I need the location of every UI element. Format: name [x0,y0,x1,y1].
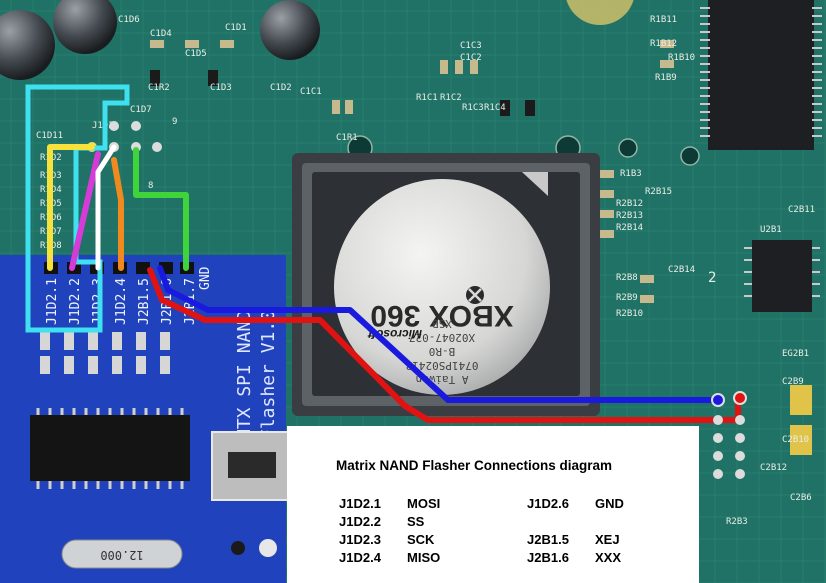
silk-c2b10: C2B10 [782,435,809,445]
silk-r1c3: R1C3 [462,103,484,113]
chip-product-label: XBOX 360 [370,299,513,332]
silk-c2b9: C2B9 [782,377,804,387]
silk-r2b3: R2B3 [726,517,748,527]
small-ic [744,240,820,312]
flasher-controller-chip [30,415,190,481]
silk-c1r2: C1R2 [148,83,170,93]
silk-c1d5: C1D5 [185,49,207,59]
silk-c2b12: C2B12 [760,463,787,473]
legend-row-j1d2-1: J1D2.1 MOSI [339,496,440,511]
flasher-pin-j1d2-1: J1D2.1 [45,278,60,325]
legend-pin: J2B1.5 [527,532,569,547]
silk-r1b12: R1B12 [650,39,677,49]
legend-row-j1d2-2: J1D2.2 SS [339,514,424,529]
silk-c1d3: C1D3 [210,83,232,93]
wire-xxx [147,267,741,423]
chip-part-line-1: X02047-027 [409,331,475,344]
chip-part-line-3: 0741PS02413 [406,359,479,372]
legend-pin: J1D2.6 [527,496,569,511]
silk-c1d2: C1D2 [270,83,292,93]
silk-r1b11: R1B11 [650,15,677,25]
legend-pin: J1D2.1 [339,496,381,511]
silk-r2b15: R2B15 [645,187,672,197]
wire-ss [69,151,101,271]
smd-components [150,40,812,455]
tsop-chip [700,0,822,150]
connections-legend: Matrix NAND Flasher Connections diagram … [287,426,699,583]
j2b1-header-pins [711,391,747,479]
silk-c1d6: C1D6 [118,15,140,25]
wire-gnd [133,147,189,271]
silk-c1d1: C1D1 [225,23,247,33]
legend-signal: XEJ [595,532,620,547]
wire-mosi [47,144,95,271]
silk-j2b1-number: 2 [708,270,716,286]
wire-miso [111,157,124,271]
silk-c1c1: C1C1 [300,87,322,97]
wire-sck [95,144,117,271]
silk-u2b1: U2B1 [760,225,782,235]
silk-c1r1: C1R1 [336,133,358,143]
silk-c1d7: C1D7 [130,105,152,115]
chip-part-line-2: B-R0 [429,345,456,358]
silk-r1c2: R1C2 [440,93,462,103]
silk-r2b8: R2B8 [616,273,638,283]
silk-r2b13: R2B13 [616,211,643,221]
legend-row-j2b1-5: J2B1.5 XEJ [527,532,620,547]
flasher-pin-j1d2-2: J1D2.2 [68,278,83,325]
electrolytic-capacitors [0,0,634,80]
legend-pin: J1D2.3 [339,532,381,547]
flasher-pin-gnd: GND [198,266,213,290]
silk-r1b10: R1B10 [668,53,695,63]
legend-title: Matrix NAND Flasher Connections diagram [336,458,613,473]
legend-pin: J2B1.6 [527,550,569,565]
xbox360-chip: XBOX 360 X02047-027 B-R0 0741PS02413 A T… [292,153,600,416]
legend-signal: MISO [407,550,441,565]
silk-r2b9: R2B9 [616,293,638,303]
silk-c1d4: C1D4 [150,29,172,39]
silk-eg2b1: EG2B1 [782,349,809,359]
legend-signal: SCK [407,532,435,547]
legend-pin: J1D2.2 [339,514,381,529]
silk-c1c3: C1C3 [460,41,482,51]
silk-r2b12: R2B12 [616,199,643,209]
silk-c2b14: C2B14 [668,265,695,275]
crystal-label: 12.000 [100,548,143,562]
wire-xej [157,265,721,403]
silk-r1b3: R1B3 [620,169,642,179]
silk-c1c2: C1C2 [460,53,482,63]
silk-r1c1: R1C1 [416,93,438,103]
legend-signal: SS [407,514,425,529]
flasher-name: MTX SPI NAND [234,310,255,440]
silk-r1c4: R1C4 [484,103,506,113]
crystal [61,539,183,569]
legend-row-j1d2-4: J1D2.4 MISO [339,550,440,565]
legend-row-j1d2-3: J1D2.3 SCK [339,532,434,547]
silk-r2b14: R2B14 [616,223,643,233]
flasher-pin-j2b1-5: J2B1.5 [137,278,152,325]
silk-pin-8: 8 [148,181,153,191]
flasher-pin-j1d2-4: J1D2.4 [114,278,129,325]
flasher-version: Flasher V1.0 [258,310,279,440]
silk-r1b9: R1B9 [655,73,677,83]
legend-signal: XXX [595,550,622,565]
silk-r2b10: R2B10 [616,309,643,319]
silk-c2b6: C2B6 [790,493,812,503]
silk-c1d11: C1D11 [36,131,63,141]
legend-pin: J1D2.4 [339,550,381,565]
silk-pin-9: 9 [172,117,177,127]
silk-c2b11: C2B11 [788,205,815,215]
legend-row-j2b1-6: J2B1.6 XXX [527,550,621,565]
chip-part-line-5: XSB [432,317,452,330]
legend-signal: MOSI [407,496,441,511]
legend-signal: GND [595,496,624,511]
legend-row-j1d2-6: J1D2.6 GND [527,496,624,511]
